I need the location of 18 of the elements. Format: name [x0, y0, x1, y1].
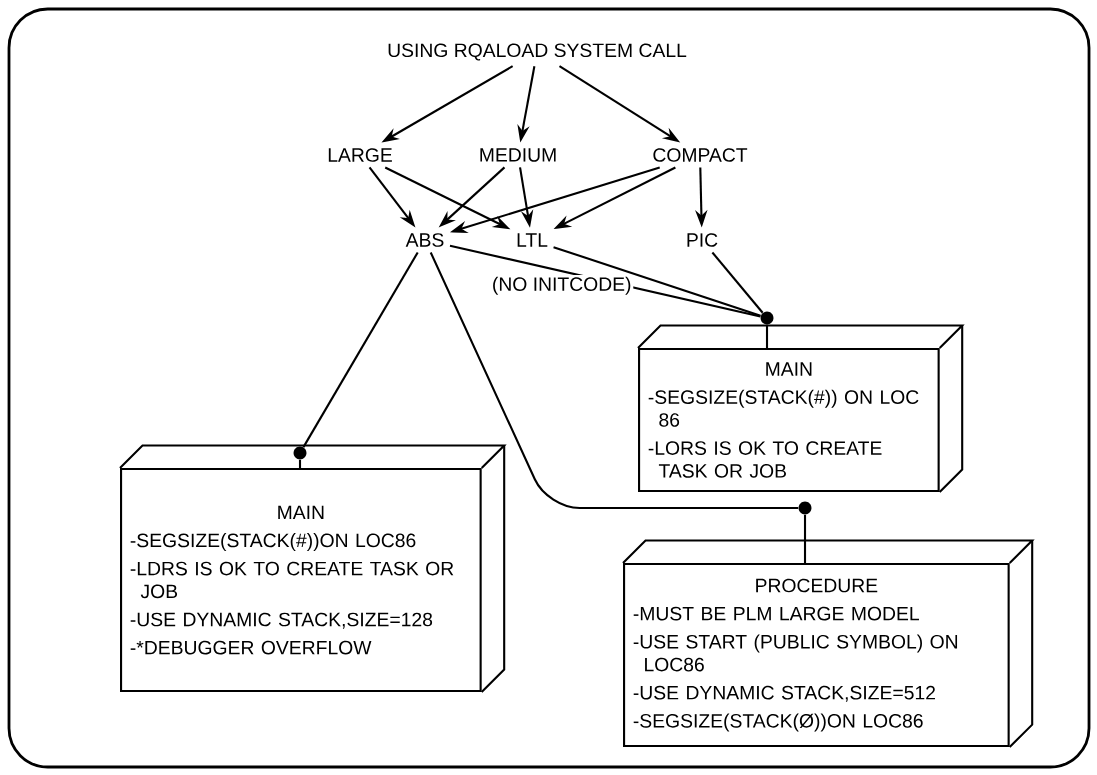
connector-line	[429, 252, 799, 510]
connector-line	[711, 251, 764, 314]
node-label: USING RQALOAD SYSTEM CALL	[388, 43, 687, 61]
connector-line	[298, 459, 302, 468]
node-label: LARGE	[328, 148, 392, 162]
node-label: COMPACT	[653, 148, 748, 162]
node-label: MEDIUM	[480, 148, 556, 162]
connector-line	[765, 324, 769, 348]
node-label: PIC	[687, 233, 718, 247]
connector-line	[302, 251, 419, 448]
block-box: PROCEDURE -MUST BE PLM LARGE MODEL -USE START (PUBLIC SYMBOL) ON LOC86 -USE DYNAMIC STACK,SIZE=512 -SEGSIZE(STACK(Ø))ON LOC86	[622, 539, 1035, 748]
node-label: LTL	[517, 233, 548, 247]
block-box: MAIN -SEGSIZE(STACK(#)) ON LOC 86 -LORS IS OK TO CREATE TASK OR JOB	[637, 324, 965, 493]
connector-line	[553, 246, 761, 317]
block-box: MAIN -SEGSIZE(STACK(#))ON LOC86 -LDRS IS OK TO CREATE TASK OR JOB -USE DYNAMIC STACK,SIZE=128 -*DEBUGGER OVERFLOW	[119, 444, 507, 693]
connector-line	[803, 514, 807, 563]
node-label: ABS	[405, 233, 444, 247]
edge-label: (NO INITCODE)	[490, 275, 634, 297]
